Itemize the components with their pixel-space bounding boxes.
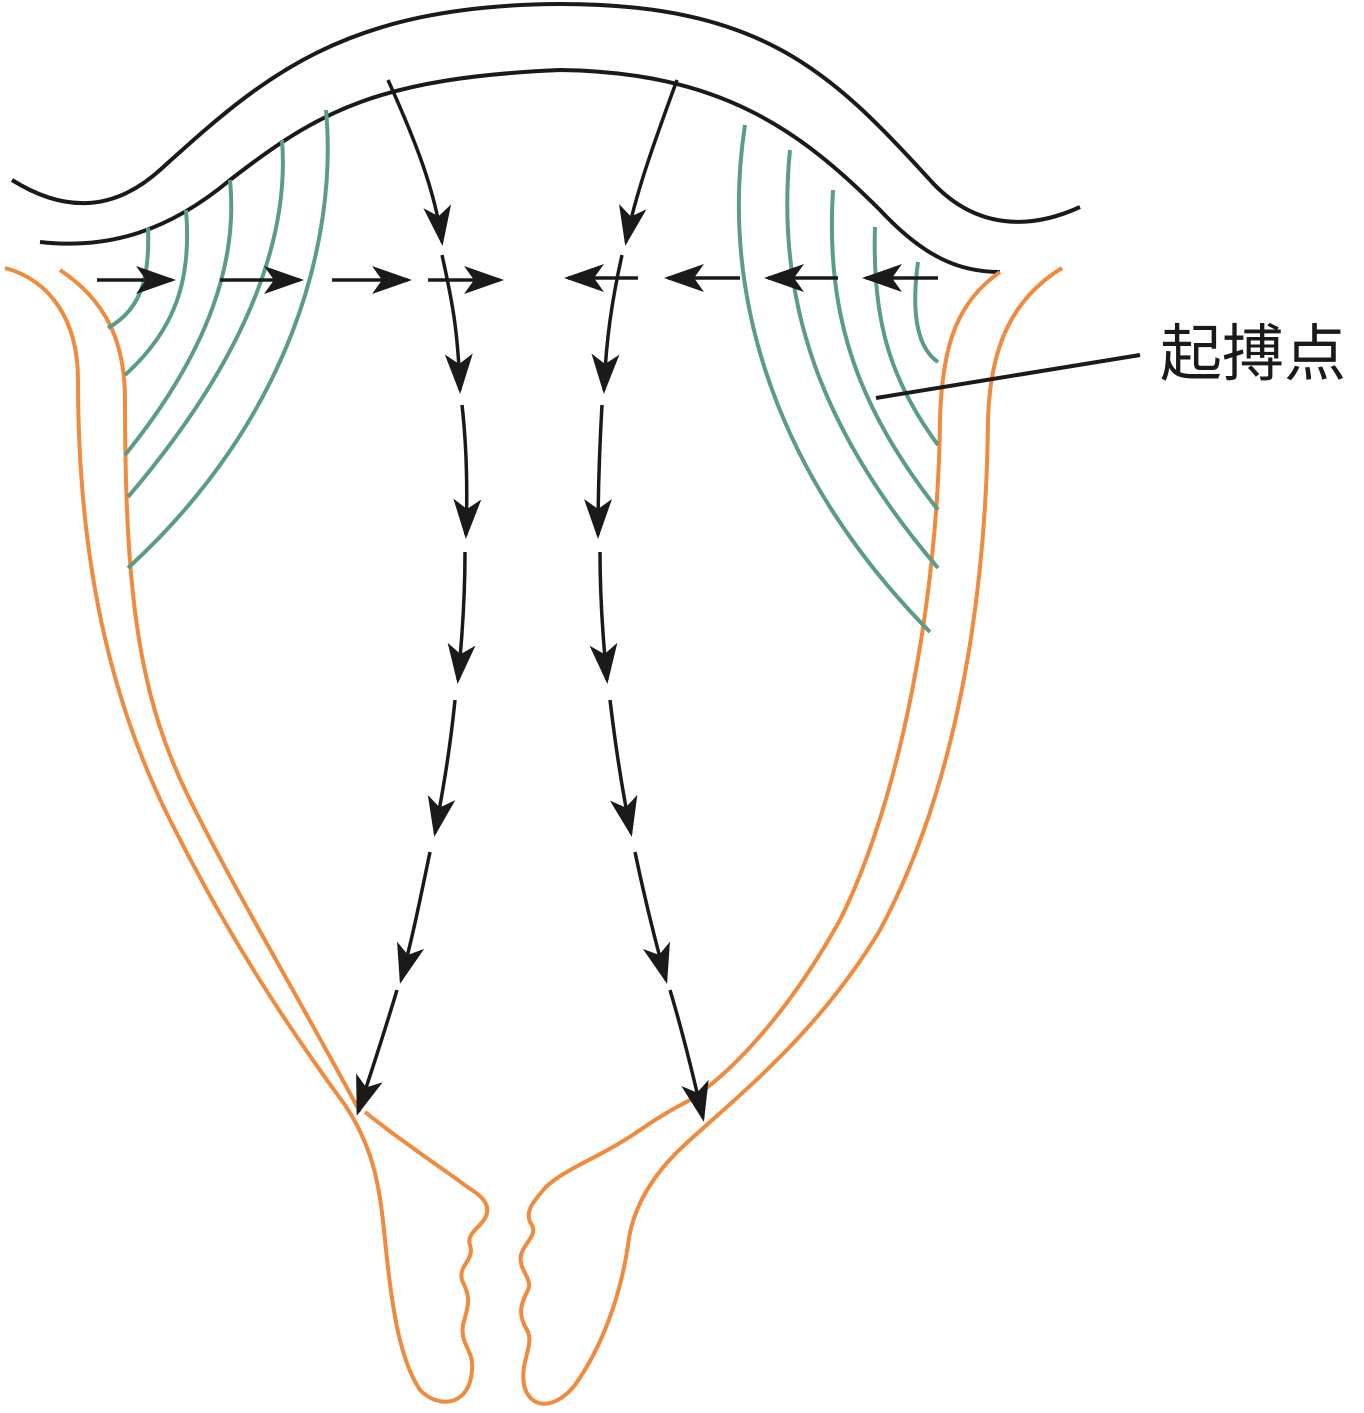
right-descending-arrows [584,79,709,1122]
left-inner-wall [58,268,362,1113]
fundus-inner-curve [39,67,1001,274]
v-arrow-left-4 [447,551,476,684]
left-descending-arrows [356,79,482,1116]
left-pacemaker-waves [107,109,330,570]
pacemaker-callout: 起搏点 [875,317,1346,400]
v-arrow-right-7 [668,989,709,1122]
v-arrow-right-5 [608,699,638,837]
right-inner-wall [688,270,1002,1102]
v-arrow-left-5 [427,699,457,837]
v-arrow-right-3 [584,404,613,539]
v-arrow-right-1 [619,79,679,246]
pacemaker-label: 起搏点 [1160,317,1346,390]
fundus-outline [10,1,1081,274]
v-arrow-right-4 [589,551,618,684]
uterine-wall [4,266,1064,1406]
fundus-outer-curve [10,1,1081,224]
v-arrow-left-1 [386,79,452,246]
v-arrow-left-6 [397,851,432,984]
right-pacemaker-waves [736,124,940,634]
callout-leader-line [875,353,1141,400]
right-outer-wall [518,266,1064,1406]
v-arrow-left-7 [356,989,399,1116]
v-arrow-right-2 [591,254,624,394]
v-arrow-right-6 [633,851,670,984]
left-outer-wall [4,266,490,1404]
v-arrow-left-2 [440,254,473,394]
v-arrow-left-3 [453,404,482,539]
